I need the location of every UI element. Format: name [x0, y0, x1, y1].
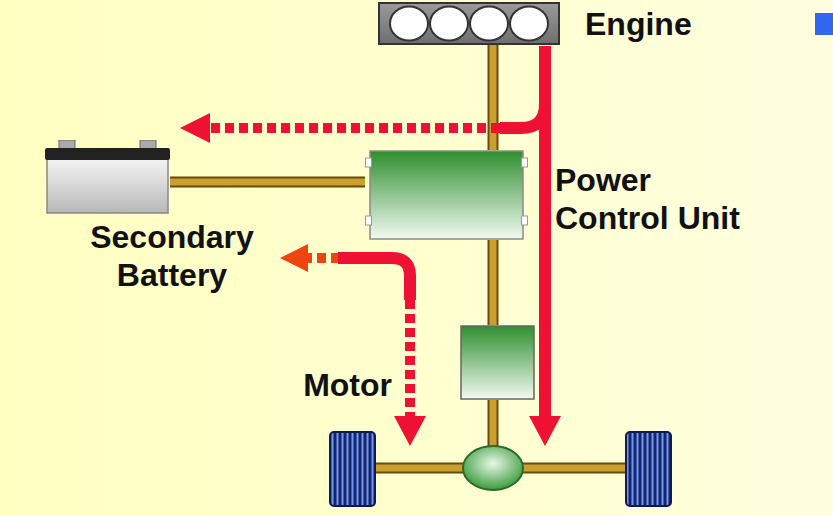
drawn-path — [206, 123, 500, 133]
power-control-unit: Power Control Unit — [365, 150, 528, 240]
differential — [463, 446, 523, 490]
pcu-body — [370, 151, 523, 239]
motor-box-shape — [460, 325, 535, 400]
battery-icon: Secondary Battery — [45, 140, 170, 215]
node-label: Power Control Unit — [555, 161, 760, 237]
drawn-path — [338, 258, 410, 300]
cylinder — [430, 7, 468, 41]
pcu-terminal — [366, 158, 372, 167]
engine-body — [379, 3, 559, 44]
pcu-terminal — [522, 216, 528, 225]
battery-flow-arrow — [280, 244, 426, 446]
wheel — [330, 432, 375, 506]
drawn-polygon — [394, 416, 426, 446]
shaft-connector-group — [170, 182, 365, 183]
shaft-outline — [170, 177, 365, 188]
battery-lid — [45, 148, 170, 160]
shaft-connector-group — [493, 240, 494, 325]
shaft-outline — [488, 45, 499, 150]
drawn-line — [488, 400, 499, 450]
node-label: Engine — [585, 5, 692, 43]
drawn-path — [500, 104, 545, 128]
shaft-connector-group — [493, 45, 494, 150]
drawn-path — [306, 253, 340, 263]
blue-square — [815, 13, 833, 35]
shaft-outline — [488, 240, 499, 325]
drawn-polygon — [529, 416, 561, 446]
node-label: Motor — [303, 366, 392, 404]
node-label: Secondary Battery — [77, 218, 267, 294]
engine-block: Engine — [378, 2, 560, 45]
battery-body — [47, 159, 168, 213]
drawn-polygon — [280, 244, 308, 272]
motor-body — [461, 326, 534, 399]
battery-terminal — [140, 140, 156, 149]
shaft-connector — [490, 240, 497, 325]
battery-terminal — [59, 140, 75, 149]
pcu-terminal — [366, 216, 372, 225]
drawn-path — [539, 46, 551, 418]
drawn-path — [405, 300, 415, 418]
cylinder — [470, 7, 508, 41]
shaft-connector — [170, 179, 365, 186]
pcu-terminal — [522, 158, 528, 167]
motor-box: Motor — [460, 325, 535, 400]
drawn-polygon — [180, 113, 210, 143]
power-control-unit-shape — [365, 150, 528, 240]
wheel — [626, 432, 671, 506]
shaft-connector — [490, 45, 497, 150]
cylinder — [390, 7, 428, 41]
cylinder — [510, 7, 548, 41]
drawn-line — [490, 400, 497, 450]
battery-icon-shape — [45, 140, 170, 215]
engine-block-shape — [378, 2, 560, 45]
